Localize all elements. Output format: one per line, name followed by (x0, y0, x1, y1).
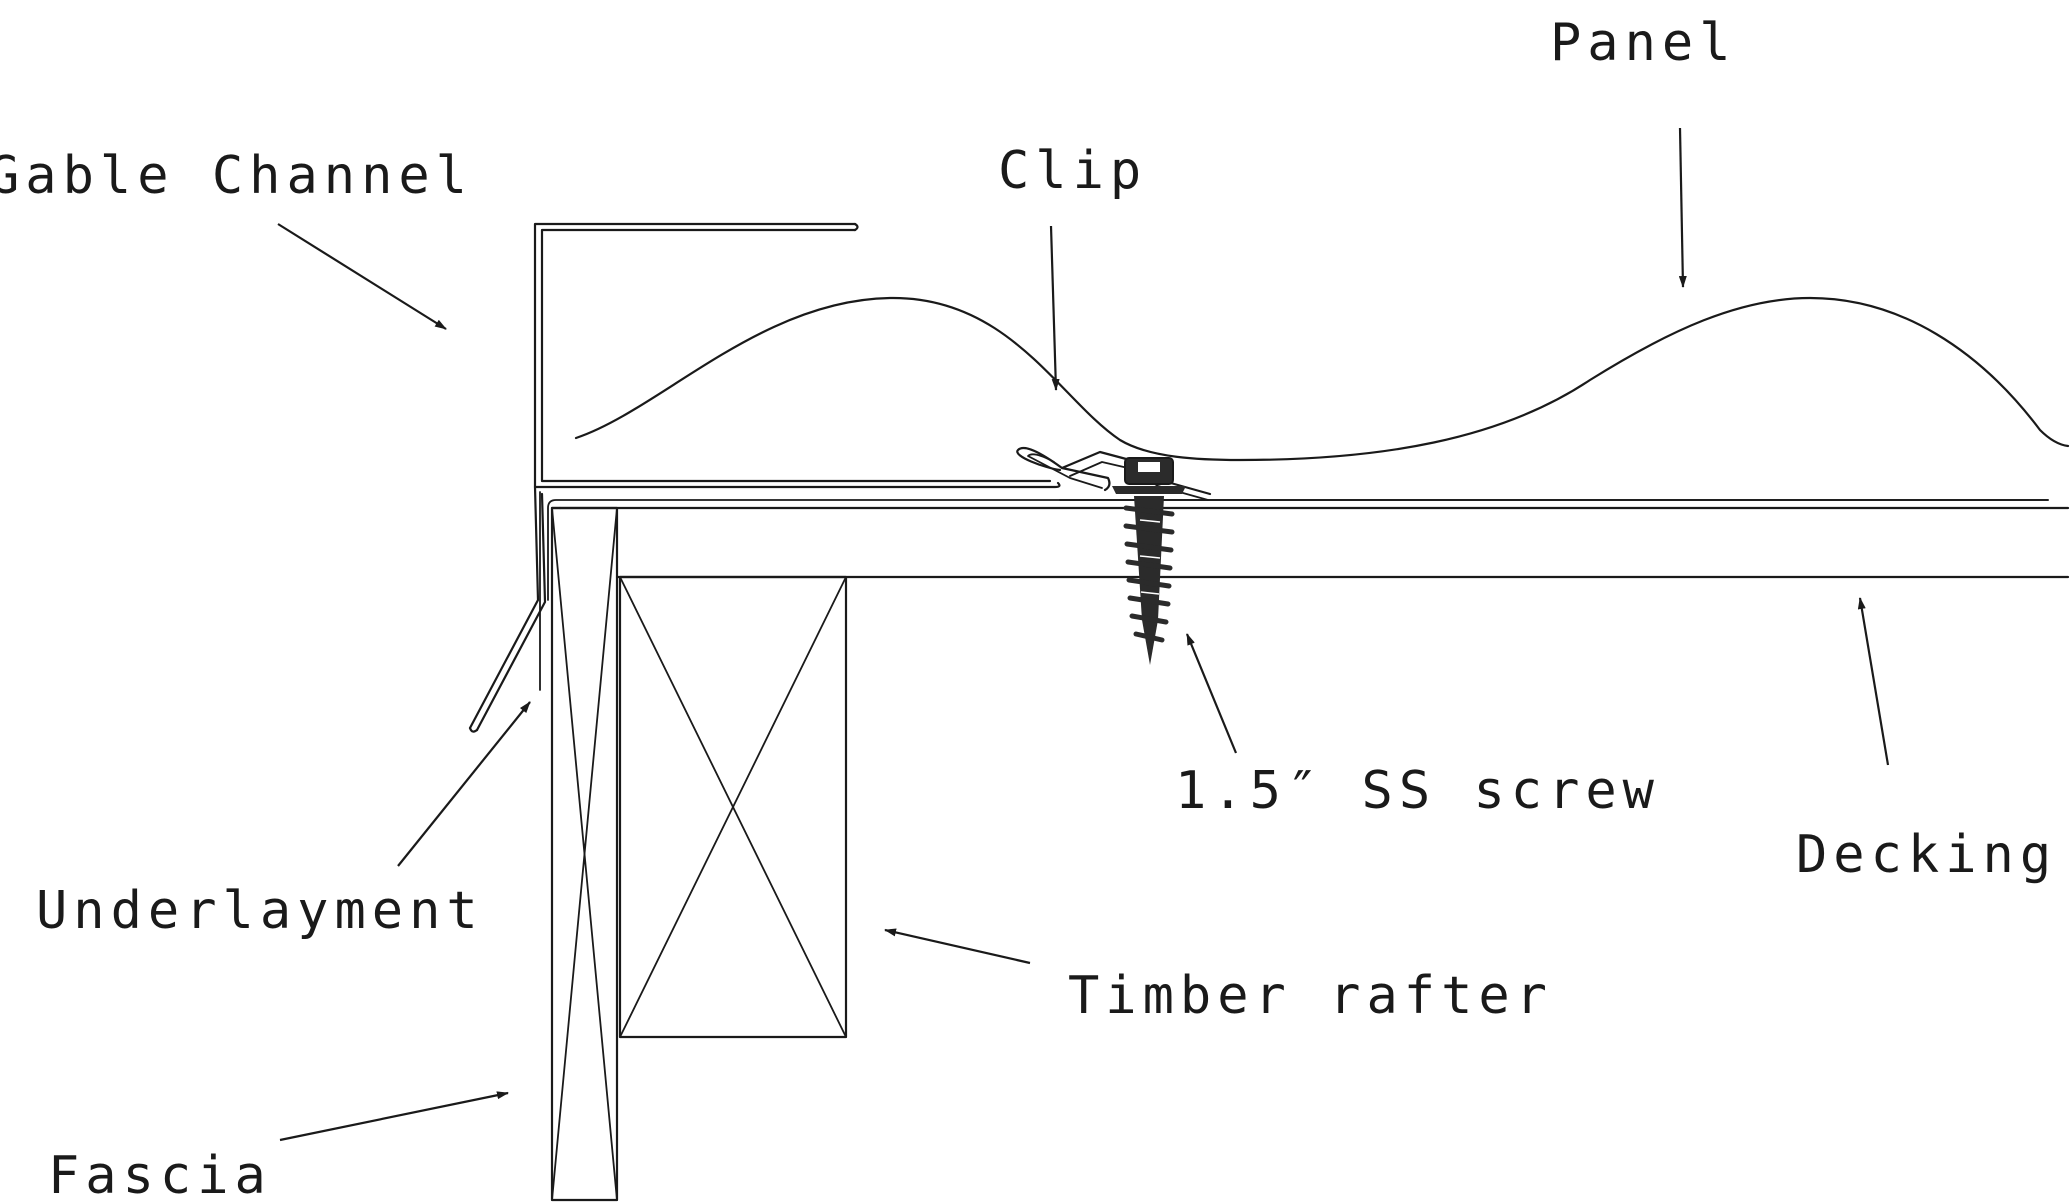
label-gable-channel: Gable Channel (0, 146, 473, 206)
arrow-panel (1678, 127, 1687, 288)
arrow-underlayment (397, 701, 531, 867)
label-decking: Decking (1796, 825, 2057, 885)
ss-screw (1112, 457, 1186, 665)
label-clip: Clip (998, 141, 1147, 201)
arrow-screw (1185, 633, 1238, 754)
label-screw: 1.5″ SS screw (1175, 761, 1660, 821)
arrow-timber-rafter (884, 928, 1031, 965)
arrow-fascia (279, 1091, 509, 1142)
arrow-gable-channel (277, 223, 447, 330)
underlayment-layer (539, 491, 2049, 691)
arrow-clip (1049, 225, 1060, 391)
label-fascia: Fascia (48, 1146, 272, 1202)
fascia-board (550, 506, 619, 1202)
gable-channel (468, 222, 1061, 733)
roof-panel-profile (574, 296, 2070, 501)
arrow-decking (1857, 597, 1890, 766)
leader-arrows (277, 127, 1890, 1142)
label-underlayment: Underlayment (36, 881, 484, 941)
label-panel: Panel (1550, 13, 1737, 73)
timber-rafter (618, 575, 848, 1039)
decking-board (550, 506, 2070, 579)
label-timber-rafter: Timber rafter (1068, 966, 1553, 1026)
labels: Panel Gable Channel Clip 1.5″ SS screw D… (0, 13, 2057, 1202)
